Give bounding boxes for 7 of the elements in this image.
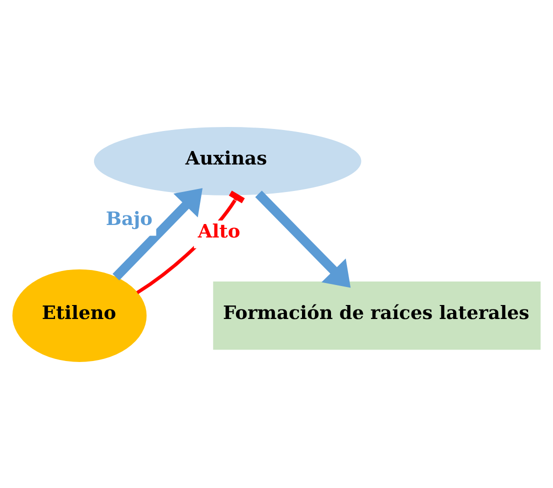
node-ellipse: Etileno [12, 268, 147, 362]
edge-label: Bajo [106, 208, 153, 230]
edge-label: Alto [198, 221, 240, 242]
arrow [255, 190, 351, 288]
node-ellipse: Auxinas [94, 126, 362, 195]
node-box: Formación de raíces laterales [213, 281, 541, 350]
arrow [112, 188, 203, 280]
